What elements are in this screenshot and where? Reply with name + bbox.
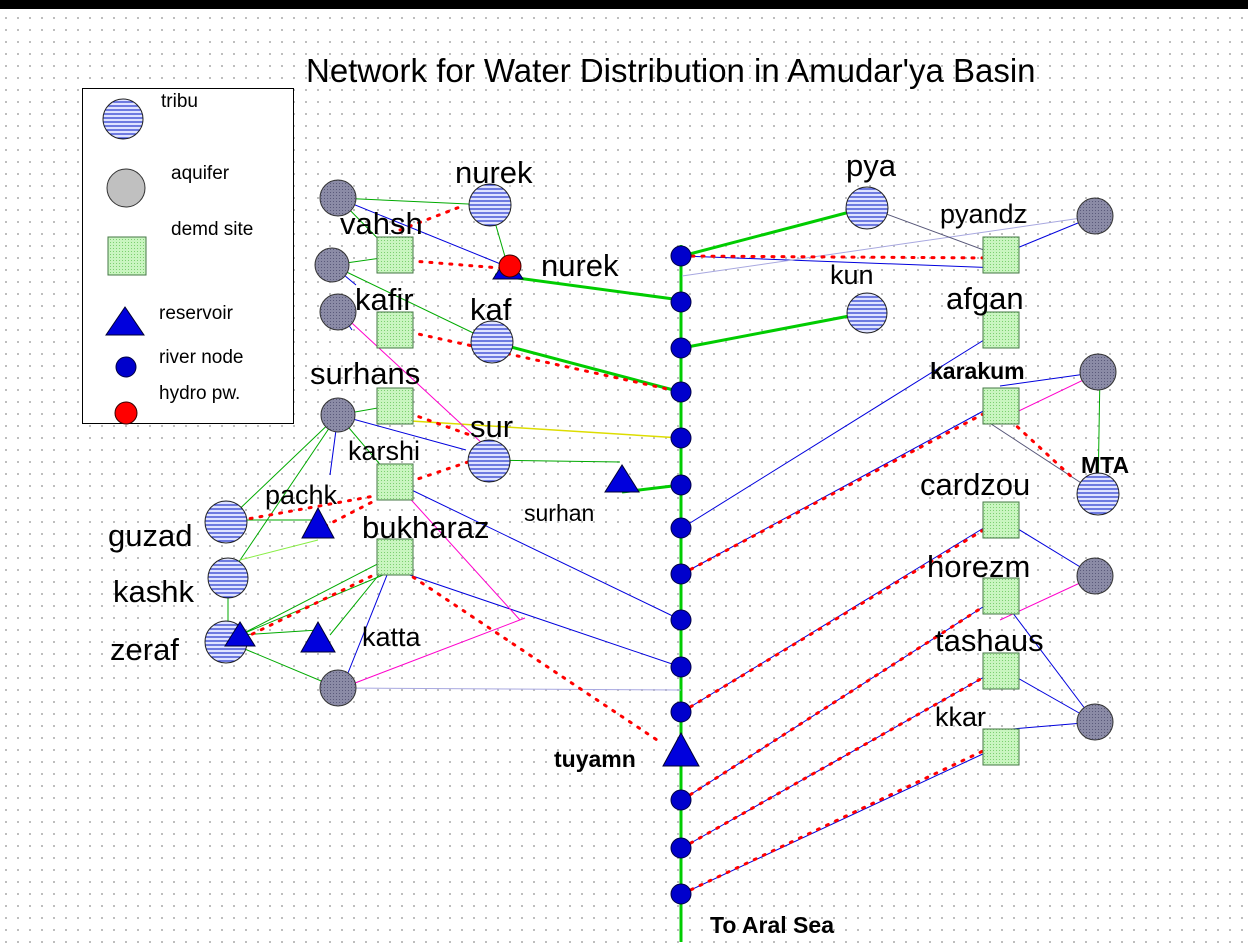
demd-vahsh — [376, 236, 414, 274]
tributaries — [204, 183, 1120, 664]
river-nodes — [670, 245, 692, 905]
label-horezm: horezm — [927, 549, 1031, 584]
tribu-nurek — [468, 183, 512, 227]
label-pya: pya — [846, 148, 896, 183]
label-pachk: pachk — [265, 480, 338, 510]
river-node — [670, 517, 692, 539]
legend-symbols — [102, 98, 147, 425]
demd-cardzou — [982, 501, 1020, 539]
demd-karakum — [982, 387, 1020, 425]
hydro-nurek — [498, 254, 522, 278]
label-bukharaz: bukharaz — [362, 510, 490, 545]
aquifer-4 — [320, 397, 356, 433]
label-pyandz: pyandz — [940, 199, 1028, 229]
label-nurek-reservoir: nurek — [541, 248, 619, 283]
legend-reservoir-symbol — [105, 306, 145, 336]
label-kafir: kafir — [355, 282, 414, 317]
demd-kkar — [982, 728, 1020, 766]
river-node — [670, 381, 692, 403]
reservoir-zeraf — [224, 621, 256, 647]
tribu-kun — [846, 292, 888, 334]
legend-tribu-label: tribu — [161, 91, 198, 112]
legend-demd-label: demd site — [171, 219, 254, 240]
river-node — [670, 474, 692, 496]
legend-aquifer-symbol — [106, 168, 146, 208]
label-kkar: kkar — [935, 702, 987, 732]
legend-hydro-label: hydro pw. — [159, 383, 241, 404]
label-to-aral-sea: To Aral Sea — [710, 912, 834, 938]
label-zeraf: zeraf — [110, 632, 179, 667]
label-tuyamn: tuyamn — [554, 746, 636, 772]
reservoir-pachk — [301, 506, 335, 539]
aquifers — [314, 179, 1117, 741]
demd-karshi — [376, 463, 414, 501]
legend: tribu aquifer demd site reservoir river … — [82, 88, 294, 425]
river-node — [670, 291, 692, 313]
tribu-sur — [467, 439, 511, 483]
label-mta: MTA — [1081, 452, 1130, 478]
label-kashk: kashk — [113, 574, 194, 609]
label-katta: katta — [362, 622, 421, 652]
legend-reservoir-label: reservoir — [159, 303, 233, 324]
demd-surhans — [376, 387, 414, 425]
legend-river-node-label: river node — [159, 347, 244, 368]
river-node — [670, 789, 692, 811]
aquifer-7 — [1079, 353, 1117, 391]
demd-bukharaz — [376, 538, 414, 576]
tribu-mta — [1076, 472, 1120, 516]
label-surhans: surhans — [310, 356, 421, 391]
tribu-guzad — [204, 500, 248, 544]
reservoir-tuyamn — [662, 731, 700, 767]
demd-kafir — [376, 311, 414, 349]
legend-aquifer-label: aquifer — [171, 163, 230, 184]
demd-tashaus — [982, 652, 1020, 690]
label-kaf: kaf — [470, 292, 512, 327]
aquifer-8 — [1076, 557, 1114, 595]
river-node — [670, 563, 692, 585]
label-kun: kun — [830, 260, 874, 290]
legend-hydro-symbol — [114, 401, 138, 425]
legend-river-node-symbol — [115, 356, 137, 378]
label-vahsh: vahsh — [340, 206, 423, 241]
links — [227, 197, 1101, 942]
demd-horezm — [982, 577, 1020, 615]
river-node — [670, 337, 692, 359]
tribu-kashk — [207, 557, 249, 599]
top-border — [0, 0, 1248, 9]
river-node — [670, 427, 692, 449]
river-node — [670, 837, 692, 859]
demand-sites — [376, 236, 1020, 766]
demd-afgan — [982, 311, 1020, 349]
legend-demd-symbol — [107, 236, 147, 276]
river-node — [670, 609, 692, 631]
aquifer-1 — [319, 179, 357, 217]
demd-pyandz — [982, 236, 1020, 274]
reservoir-surhan — [604, 464, 640, 493]
label-surhan: surhan — [524, 500, 595, 526]
aquifer-3 — [319, 293, 357, 331]
river-node — [670, 883, 692, 905]
aquifer-9 — [1076, 703, 1114, 741]
reservoir-katta — [300, 620, 336, 653]
label-cardzou: cardzou — [920, 467, 1031, 502]
aquifer-6 — [1076, 197, 1114, 235]
label-guzad: guzad — [108, 518, 193, 553]
label-karshi: karshi — [348, 436, 421, 466]
label-karakum: karakum — [930, 358, 1025, 384]
legend-tribu-symbol — [102, 98, 144, 140]
label-nurek-tribu: nurek — [455, 155, 533, 190]
aquifer-2 — [314, 247, 350, 283]
river-node — [670, 701, 692, 723]
river-node — [670, 656, 692, 678]
tribu-kaf — [470, 320, 514, 364]
label-sur: sur — [470, 409, 514, 444]
label-tashaus: tashaus — [935, 623, 1044, 658]
label-afgan: afgan — [946, 281, 1024, 316]
river-node — [670, 245, 692, 267]
diagram-title: Network for Water Distribution in Amudar… — [306, 52, 1036, 89]
tribu-pya — [845, 186, 889, 230]
aquifer-5 — [319, 669, 357, 707]
